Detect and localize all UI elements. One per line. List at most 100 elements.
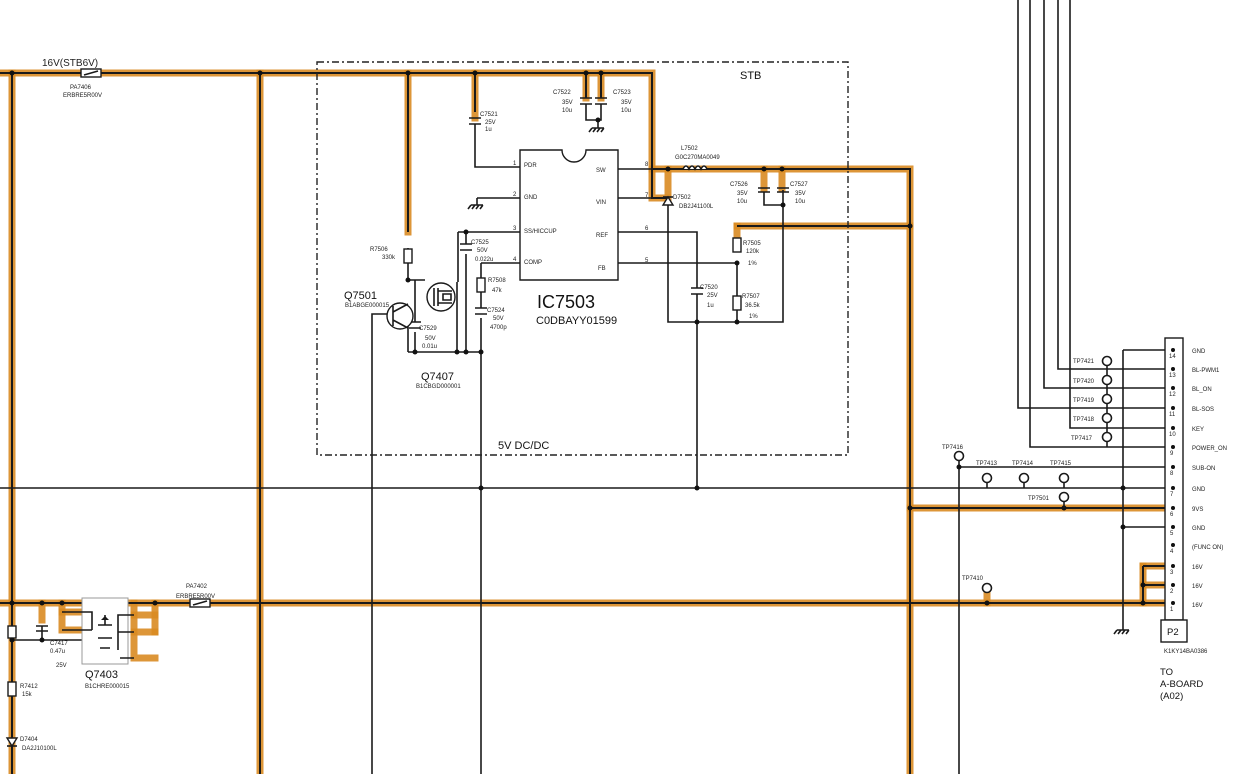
svg-text:REF: REF [596, 233, 608, 239]
svg-text:TP7418: TP7418 [1073, 417, 1095, 423]
svg-text:10u: 10u [737, 199, 747, 205]
ic-ref: IC7503 [537, 292, 595, 312]
svg-text:C7522: C7522 [553, 90, 571, 96]
svg-text:GND: GND [1192, 349, 1206, 355]
svg-text:Q7501: Q7501 [344, 290, 377, 302]
svg-text:12: 12 [1169, 392, 1176, 398]
svg-text:1%: 1% [748, 261, 757, 267]
dest-line1: TO [1160, 667, 1173, 678]
svg-text:50V: 50V [477, 248, 488, 254]
svg-text:14: 14 [1169, 354, 1176, 360]
svg-text:2: 2 [1170, 589, 1174, 595]
svg-text:GND: GND [1192, 487, 1206, 493]
svg-text:16V: 16V [1192, 603, 1203, 609]
svg-text:5: 5 [645, 258, 649, 264]
svg-text:16V: 16V [1192, 584, 1203, 590]
svg-text:DA2J10100L: DA2J10100L [22, 746, 57, 752]
svg-text:25V: 25V [56, 663, 67, 669]
dest-line3: (A02) [1160, 691, 1183, 702]
dest-line2: A-BOARD [1160, 679, 1203, 690]
svg-text:4700p: 4700p [490, 325, 507, 331]
svg-text:KEY: KEY [1192, 427, 1204, 433]
svg-text:ERBRE5R00V: ERBRE5R00V [63, 93, 102, 99]
svg-text:D7404: D7404 [20, 737, 38, 743]
svg-text:C7526: C7526 [730, 182, 748, 188]
svg-text:35V: 35V [737, 191, 748, 197]
svg-text:TP7415: TP7415 [1050, 461, 1072, 467]
svg-text:25V: 25V [707, 293, 718, 299]
svg-text:GND: GND [524, 195, 538, 201]
svg-text:2: 2 [513, 192, 517, 198]
svg-text:Q7407: Q7407 [421, 371, 454, 383]
svg-text:DB2J41100L: DB2J41100L [679, 204, 714, 210]
svg-text:D7502: D7502 [673, 195, 691, 201]
test-points: TP7421 TP7420 TP7419 TP7418 TP7417 TP741… [942, 355, 1113, 594]
svg-text:C7527: C7527 [790, 182, 808, 188]
svg-text:35V: 35V [795, 191, 806, 197]
svg-text:B1CBGD000001: B1CBGD000001 [416, 384, 461, 390]
junctions [9, 70, 1146, 643]
ic-part: C0DBAYY01599 [536, 315, 617, 327]
svg-text:PA7406: PA7406 [70, 85, 92, 91]
svg-text:TP7501: TP7501 [1028, 496, 1050, 502]
resistors: R7506 330k R7508 47k R7505 120k 1% R7507… [7, 237, 761, 698]
dcdc-label: 5V DC/DC [498, 440, 549, 452]
svg-text:25V: 25V [485, 120, 496, 126]
svg-text:C7523: C7523 [613, 90, 631, 96]
svg-text:R7506: R7506 [370, 247, 388, 253]
svg-text:50V: 50V [493, 316, 504, 322]
svg-text:TP7416: TP7416 [942, 445, 964, 451]
svg-text:R7507: R7507 [742, 294, 760, 300]
svg-text:9: 9 [1170, 451, 1174, 457]
svg-text:47k: 47k [492, 288, 503, 294]
svg-text:TP7414: TP7414 [1012, 461, 1034, 467]
svg-text:6: 6 [1170, 512, 1174, 518]
svg-text:50V: 50V [425, 336, 436, 342]
svg-text:TP7420: TP7420 [1073, 379, 1095, 385]
transistor-q7407: Q7407 B1CBGD000001 [416, 282, 461, 390]
svg-text:C7529: C7529 [419, 326, 437, 332]
svg-text:3: 3 [513, 226, 517, 232]
svg-text:36.5k: 36.5k [745, 303, 761, 309]
svg-text:0.01u: 0.01u [422, 344, 437, 350]
svg-text:R7412: R7412 [20, 684, 38, 690]
svg-text:1%: 1% [749, 314, 758, 320]
connector-part: K1KY14BA0386 [1164, 649, 1208, 655]
svg-text:TP7410: TP7410 [962, 576, 984, 582]
svg-text:VIN: VIN [596, 200, 606, 206]
svg-text:COMP: COMP [524, 260, 542, 266]
wires [0, 0, 1168, 774]
svg-text:PDR: PDR [524, 163, 537, 169]
svg-text:9VS: 9VS [1192, 507, 1203, 513]
svg-text:BL-SOS: BL-SOS [1192, 407, 1214, 413]
svg-text:TP7413: TP7413 [976, 461, 998, 467]
svg-text:G0C270MA0049: G0C270MA0049 [675, 155, 720, 161]
svg-text:Q7403: Q7403 [85, 669, 118, 681]
svg-text:C7521: C7521 [480, 112, 498, 118]
svg-text:5: 5 [1170, 531, 1174, 537]
svg-text:1u: 1u [707, 303, 714, 309]
transistor-q7501: Q7501 B1ABGE000015 [344, 290, 414, 330]
svg-text:FB: FB [598, 266, 606, 272]
svg-text:GND: GND [1192, 526, 1206, 532]
svg-text:1: 1 [1170, 607, 1174, 613]
svg-text:11: 11 [1169, 412, 1176, 418]
ground-icons [467, 127, 1130, 635]
stb-label: STB [740, 70, 761, 82]
diode-d7502: D7502 DB2J41100L [661, 195, 714, 210]
ic7503[interactable]: 1 PDR 2 GND 3 SS/HICCUP 4 COMP 8 SW 7 VI… [513, 149, 652, 281]
svg-text:L7502: L7502 [681, 146, 698, 152]
svg-text:C7524: C7524 [487, 308, 505, 314]
svg-text:POWER_ON: POWER_ON [1192, 446, 1227, 452]
svg-text:6: 6 [645, 226, 649, 232]
svg-text:8: 8 [645, 162, 649, 168]
svg-text:35V: 35V [562, 100, 573, 106]
svg-text:7: 7 [1170, 492, 1174, 498]
svg-text:SW: SW [596, 168, 606, 174]
svg-text:0.47u: 0.47u [50, 649, 65, 655]
svg-text:10u: 10u [621, 108, 631, 114]
svg-text:C7520: C7520 [700, 285, 718, 291]
